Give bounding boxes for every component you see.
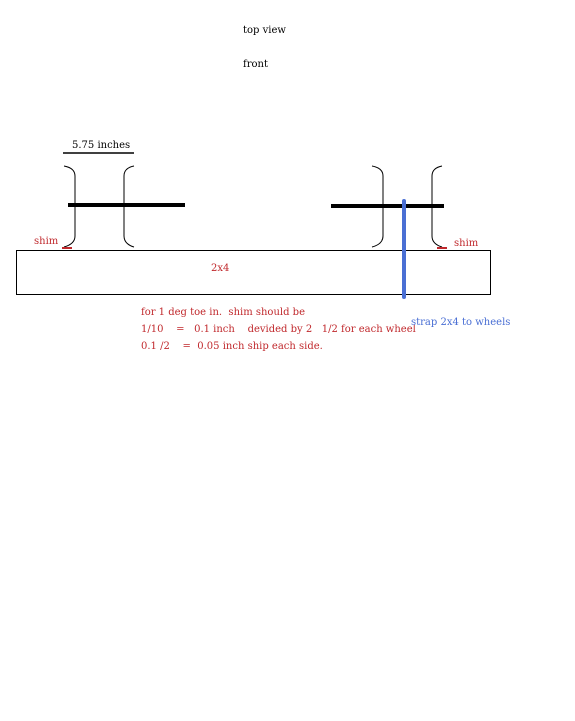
note-line-2: 1/10 = 0.1 inch devided by 2 1/2 for eac…	[141, 324, 416, 335]
board-2x4	[16, 250, 491, 295]
strap-label: strap 2x4 to wheels	[411, 317, 511, 328]
board-label: 2x4	[211, 263, 230, 274]
shim-right-label: shim	[454, 238, 479, 249]
front-label: front	[243, 59, 268, 70]
note-line-1: for 1 deg toe in. shim should be	[141, 307, 305, 318]
note-line-3: 0.1 /2 = 0.05 inch ship each side.	[141, 341, 323, 352]
top-view-label: top view	[243, 25, 286, 36]
shim-left-label: shim	[34, 236, 59, 247]
width-label: 5.75 inches	[72, 140, 131, 151]
